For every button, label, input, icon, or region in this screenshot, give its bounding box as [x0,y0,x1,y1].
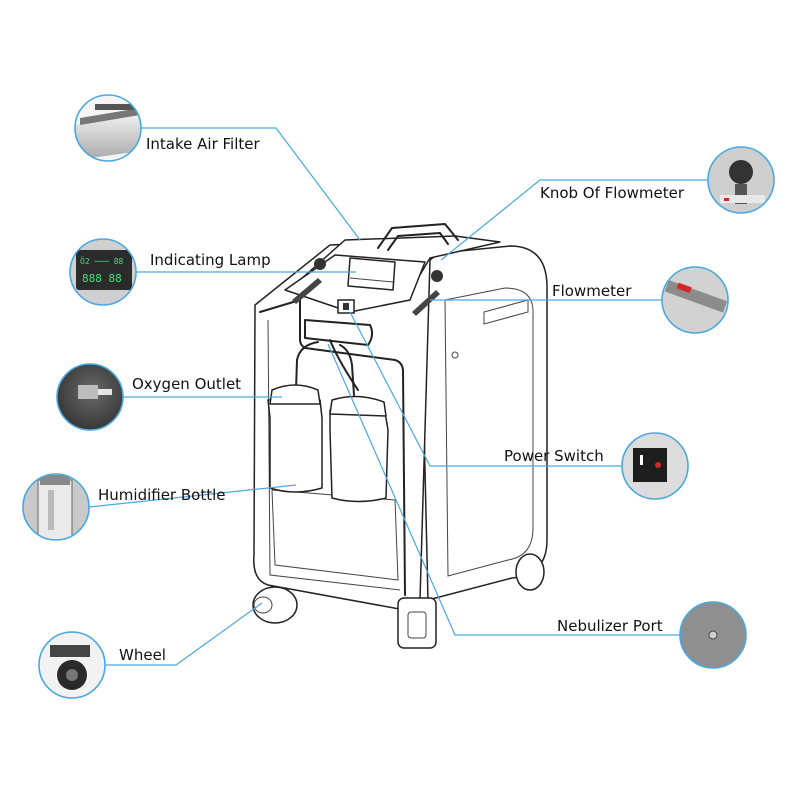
label-nebulizer-port: Nebulizer Port [557,617,663,635]
label-humidifier-bottle: Humidifier Bottle [98,486,226,504]
device-drawing [252,223,548,649]
label-intake-air-filter: Intake Air Filter [146,135,260,153]
outlet-icon [56,363,124,431]
port-icon [679,601,747,669]
bottle-icon [22,473,90,541]
lamp-heading: Ö2 ─── 88 [80,256,124,266]
label-oxygen-outlet: Oxygen Outlet [132,375,241,393]
lamp-digits: 888 88 [82,272,122,285]
filter-icon [74,94,142,162]
label-power-switch: Power Switch [504,447,604,465]
label-wheel: Wheel [119,646,166,664]
label-indicating-lamp: Indicating Lamp [150,251,271,269]
label-flowmeter: Flowmeter [552,282,632,300]
wheel-icon [38,631,106,699]
lamp-panel-icon: Ö2 ─── 88 888 88 [69,238,137,306]
knob-icon [707,146,775,214]
leader-lines [88,127,708,666]
switch-icon [621,432,689,500]
flowmeter-icon [661,266,729,334]
label-knob-of-flowmeter: Knob Of Flowmeter [540,184,685,202]
